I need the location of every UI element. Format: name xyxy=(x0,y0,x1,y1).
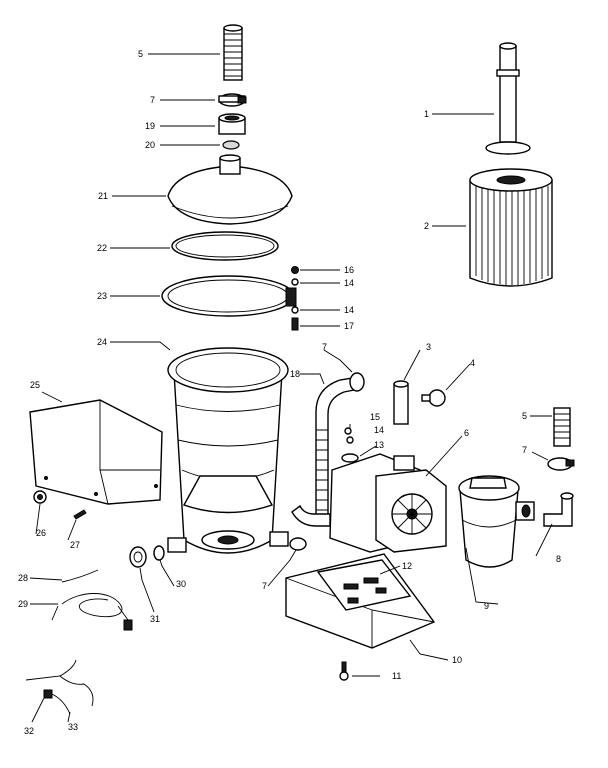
part-switch-harness xyxy=(25,659,94,715)
callout-31: 31 xyxy=(150,614,160,624)
part-pressure-gauge xyxy=(421,389,446,407)
part-hose-clamp-mid xyxy=(349,372,365,392)
callout-33: 33 xyxy=(68,722,78,732)
part-clamp-hardware xyxy=(291,266,299,331)
callout-3: 3 xyxy=(426,342,431,352)
callout-5-top: 5 xyxy=(138,49,143,59)
callout-8: 8 xyxy=(556,554,561,564)
part-filter-tank xyxy=(167,347,289,554)
part-pump-motor xyxy=(329,453,447,553)
callout-4: 4 xyxy=(470,358,475,368)
part-filter-cartridge xyxy=(469,168,553,287)
part-hose-end-top xyxy=(223,24,243,81)
part-hose-clamp-right xyxy=(547,457,575,471)
part-hose-end-right xyxy=(553,407,571,447)
callout-7-right: 7 xyxy=(522,445,527,455)
callout-6: 6 xyxy=(464,428,469,438)
callout-10: 10 xyxy=(452,655,462,665)
part-lid-o-ring xyxy=(171,231,279,261)
part-nut-15 xyxy=(344,427,352,435)
part-hose-clamp-lower xyxy=(289,537,307,551)
callout-14-b: 14 xyxy=(344,305,354,315)
callout-17: 17 xyxy=(344,321,354,331)
callout-25: 25 xyxy=(30,380,40,390)
part-ground-wire xyxy=(61,569,99,583)
callout-20: 20 xyxy=(145,140,155,150)
callout-11: 11 xyxy=(392,671,401,681)
callout-7-bottom: 7 xyxy=(262,581,267,591)
part-o-ring-small xyxy=(222,140,240,150)
callout-13: 13 xyxy=(374,440,384,450)
callout-32: 32 xyxy=(24,726,34,736)
part-hose-clamp-top xyxy=(218,93,247,107)
part-corrugated-hose xyxy=(291,377,355,527)
part-motor-base xyxy=(285,553,436,649)
callout-21: 21 xyxy=(98,191,108,201)
part-pressure-tube xyxy=(393,380,409,425)
part-elbow-fitting xyxy=(543,492,574,527)
callout-29: 29 xyxy=(18,599,28,609)
part-adapter-nut xyxy=(218,113,246,135)
callout-7-top: 7 xyxy=(150,95,155,105)
callout-30: 30 xyxy=(176,579,186,589)
callout-28: 28 xyxy=(18,573,28,583)
part-standpipe xyxy=(485,42,531,155)
part-screw-cover xyxy=(73,509,87,520)
callout-labels: 5 7 19 20 21 22 23 24 25 26 27 28 29 30 … xyxy=(18,49,561,736)
callout-14-c: 14 xyxy=(374,425,384,435)
leader-lines xyxy=(29,53,553,723)
callout-9: 9 xyxy=(484,601,489,611)
part-strainer-pot xyxy=(458,475,535,568)
part-clamp-ring xyxy=(161,275,297,317)
callout-15: 15 xyxy=(370,412,380,422)
callout-23: 23 xyxy=(97,291,107,301)
callout-14-a: 14 xyxy=(344,278,354,288)
callout-2: 2 xyxy=(424,221,429,231)
callout-12: 12 xyxy=(402,561,412,571)
callout-24: 24 xyxy=(97,337,107,347)
part-washer-14 xyxy=(346,436,354,444)
part-tank-lid xyxy=(167,154,293,225)
part-knob xyxy=(33,490,47,504)
callout-26: 26 xyxy=(36,528,46,538)
part-gasket-fitting xyxy=(153,545,165,561)
part-power-cord xyxy=(51,593,133,631)
callout-1: 1 xyxy=(424,109,429,119)
part-gasket-13 xyxy=(341,453,359,463)
callout-16-top: 16 xyxy=(344,265,354,275)
part-plug-fitting xyxy=(129,546,147,568)
part-base-screw xyxy=(339,661,349,681)
callout-16-mid: 18 xyxy=(290,369,300,379)
callout-27: 27 xyxy=(70,540,80,550)
callout-22: 22 xyxy=(97,243,107,253)
callout-7-mid: 7 xyxy=(322,342,327,352)
callout-5-right: 5 xyxy=(522,411,527,421)
callout-19: 19 xyxy=(145,121,155,131)
part-motor-cover xyxy=(29,399,163,505)
